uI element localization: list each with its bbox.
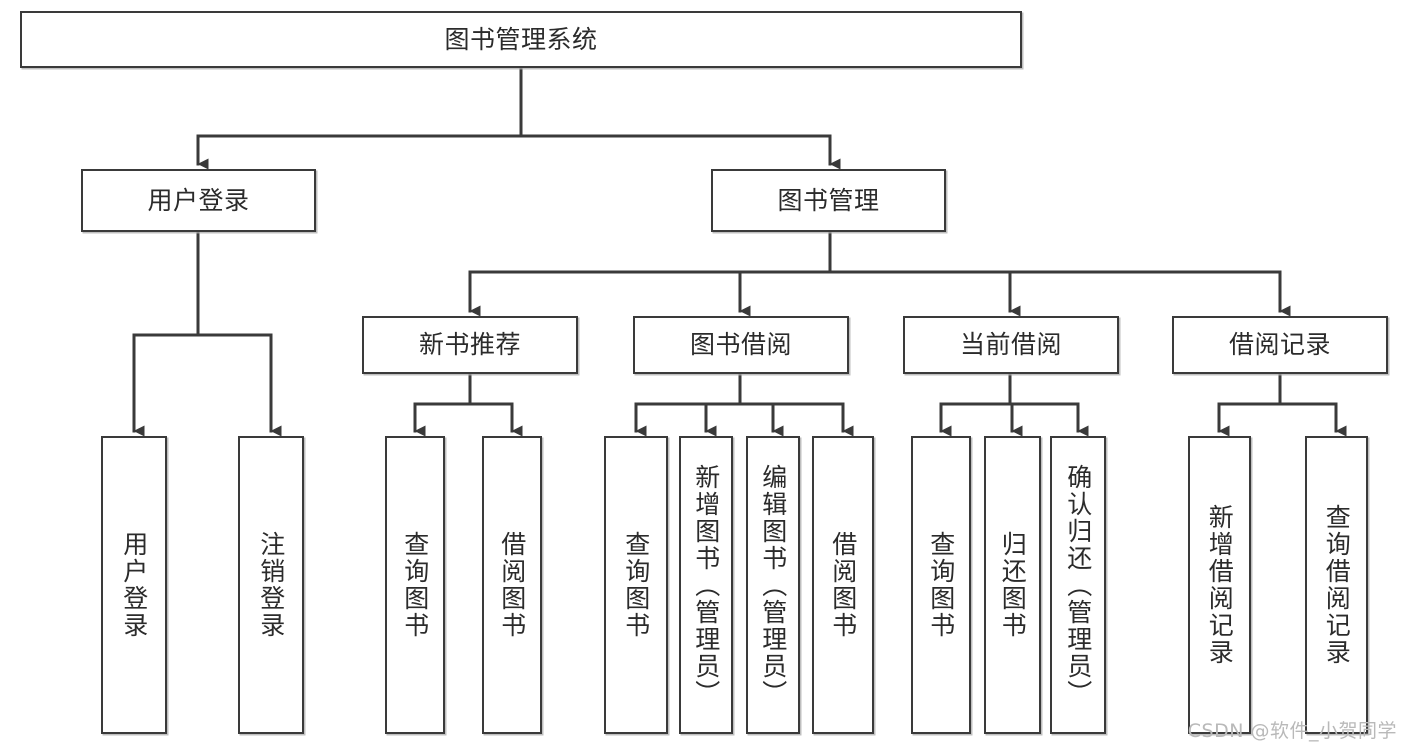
node-root-label: 图书管理系统 <box>444 24 598 54</box>
node-leaf-query-book-2-label: 查询图书 <box>621 531 651 639</box>
node-leaf-query-book-1[interactable]: 查询图书 <box>385 436 445 734</box>
node-borrow-record[interactable]: 借阅记录 <box>1172 316 1388 374</box>
node-leaf-logout[interactable]: 注销登录 <box>238 436 304 734</box>
node-leaf-query-book-2[interactable]: 查询图书 <box>604 436 668 734</box>
node-user-login[interactable]: 用户登录 <box>81 169 316 232</box>
node-borrow-record-label: 借阅记录 <box>1228 330 1331 360</box>
node-leaf-logout-label: 注销登录 <box>256 531 286 639</box>
node-leaf-query-record-label: 查询借阅记录 <box>1322 504 1352 666</box>
node-leaf-add-book-label: 新增图书（管理员） <box>691 463 721 707</box>
node-leaf-borrow-book-2[interactable]: 借阅图书 <box>812 436 874 734</box>
node-book-borrow[interactable]: 图书借阅 <box>633 316 849 374</box>
node-book-borrow-label: 图书借阅 <box>689 330 792 360</box>
node-leaf-add-record-label: 新增借阅记录 <box>1205 504 1235 666</box>
node-current-borrow-label: 当前借阅 <box>959 330 1062 360</box>
node-leaf-borrow-book-2-label: 借阅图书 <box>828 531 858 639</box>
node-leaf-query-book-1-label: 查询图书 <box>400 531 430 639</box>
node-user-login-label: 用户登录 <box>147 185 250 215</box>
node-leaf-borrow-book-1[interactable]: 借阅图书 <box>482 436 542 734</box>
node-leaf-query-book-3[interactable]: 查询图书 <box>911 436 971 734</box>
node-leaf-add-record[interactable]: 新增借阅记录 <box>1188 436 1251 734</box>
node-leaf-user-login-label: 用户登录 <box>119 531 149 639</box>
node-leaf-return-book-label: 归还图书 <box>998 531 1028 639</box>
node-leaf-confirm-return-label: 确认归还（管理员） <box>1063 463 1093 707</box>
node-leaf-edit-book[interactable]: 编辑图书（管理员） <box>746 436 800 734</box>
node-leaf-add-book[interactable]: 新增图书（管理员） <box>679 436 733 734</box>
node-leaf-query-record[interactable]: 查询借阅记录 <box>1305 436 1368 734</box>
node-leaf-return-book[interactable]: 归还图书 <box>984 436 1041 734</box>
watermark-text: CSDN @软件_小贺同学 <box>1187 720 1397 742</box>
node-new-book-rec-label: 新书推荐 <box>418 330 521 360</box>
node-root[interactable]: 图书管理系统 <box>20 11 1022 68</box>
node-book-manage-label: 图书管理 <box>777 185 880 215</box>
node-leaf-confirm-return[interactable]: 确认归还（管理员） <box>1050 436 1106 734</box>
node-leaf-edit-book-label: 编辑图书（管理员） <box>758 463 788 707</box>
node-leaf-borrow-book-1-label: 借阅图书 <box>497 531 527 639</box>
node-leaf-user-login[interactable]: 用户登录 <box>101 436 167 734</box>
node-leaf-query-book-3-label: 查询图书 <box>926 531 956 639</box>
node-new-book-rec[interactable]: 新书推荐 <box>362 316 578 374</box>
node-book-manage[interactable]: 图书管理 <box>711 169 946 232</box>
node-current-borrow[interactable]: 当前借阅 <box>903 316 1119 374</box>
